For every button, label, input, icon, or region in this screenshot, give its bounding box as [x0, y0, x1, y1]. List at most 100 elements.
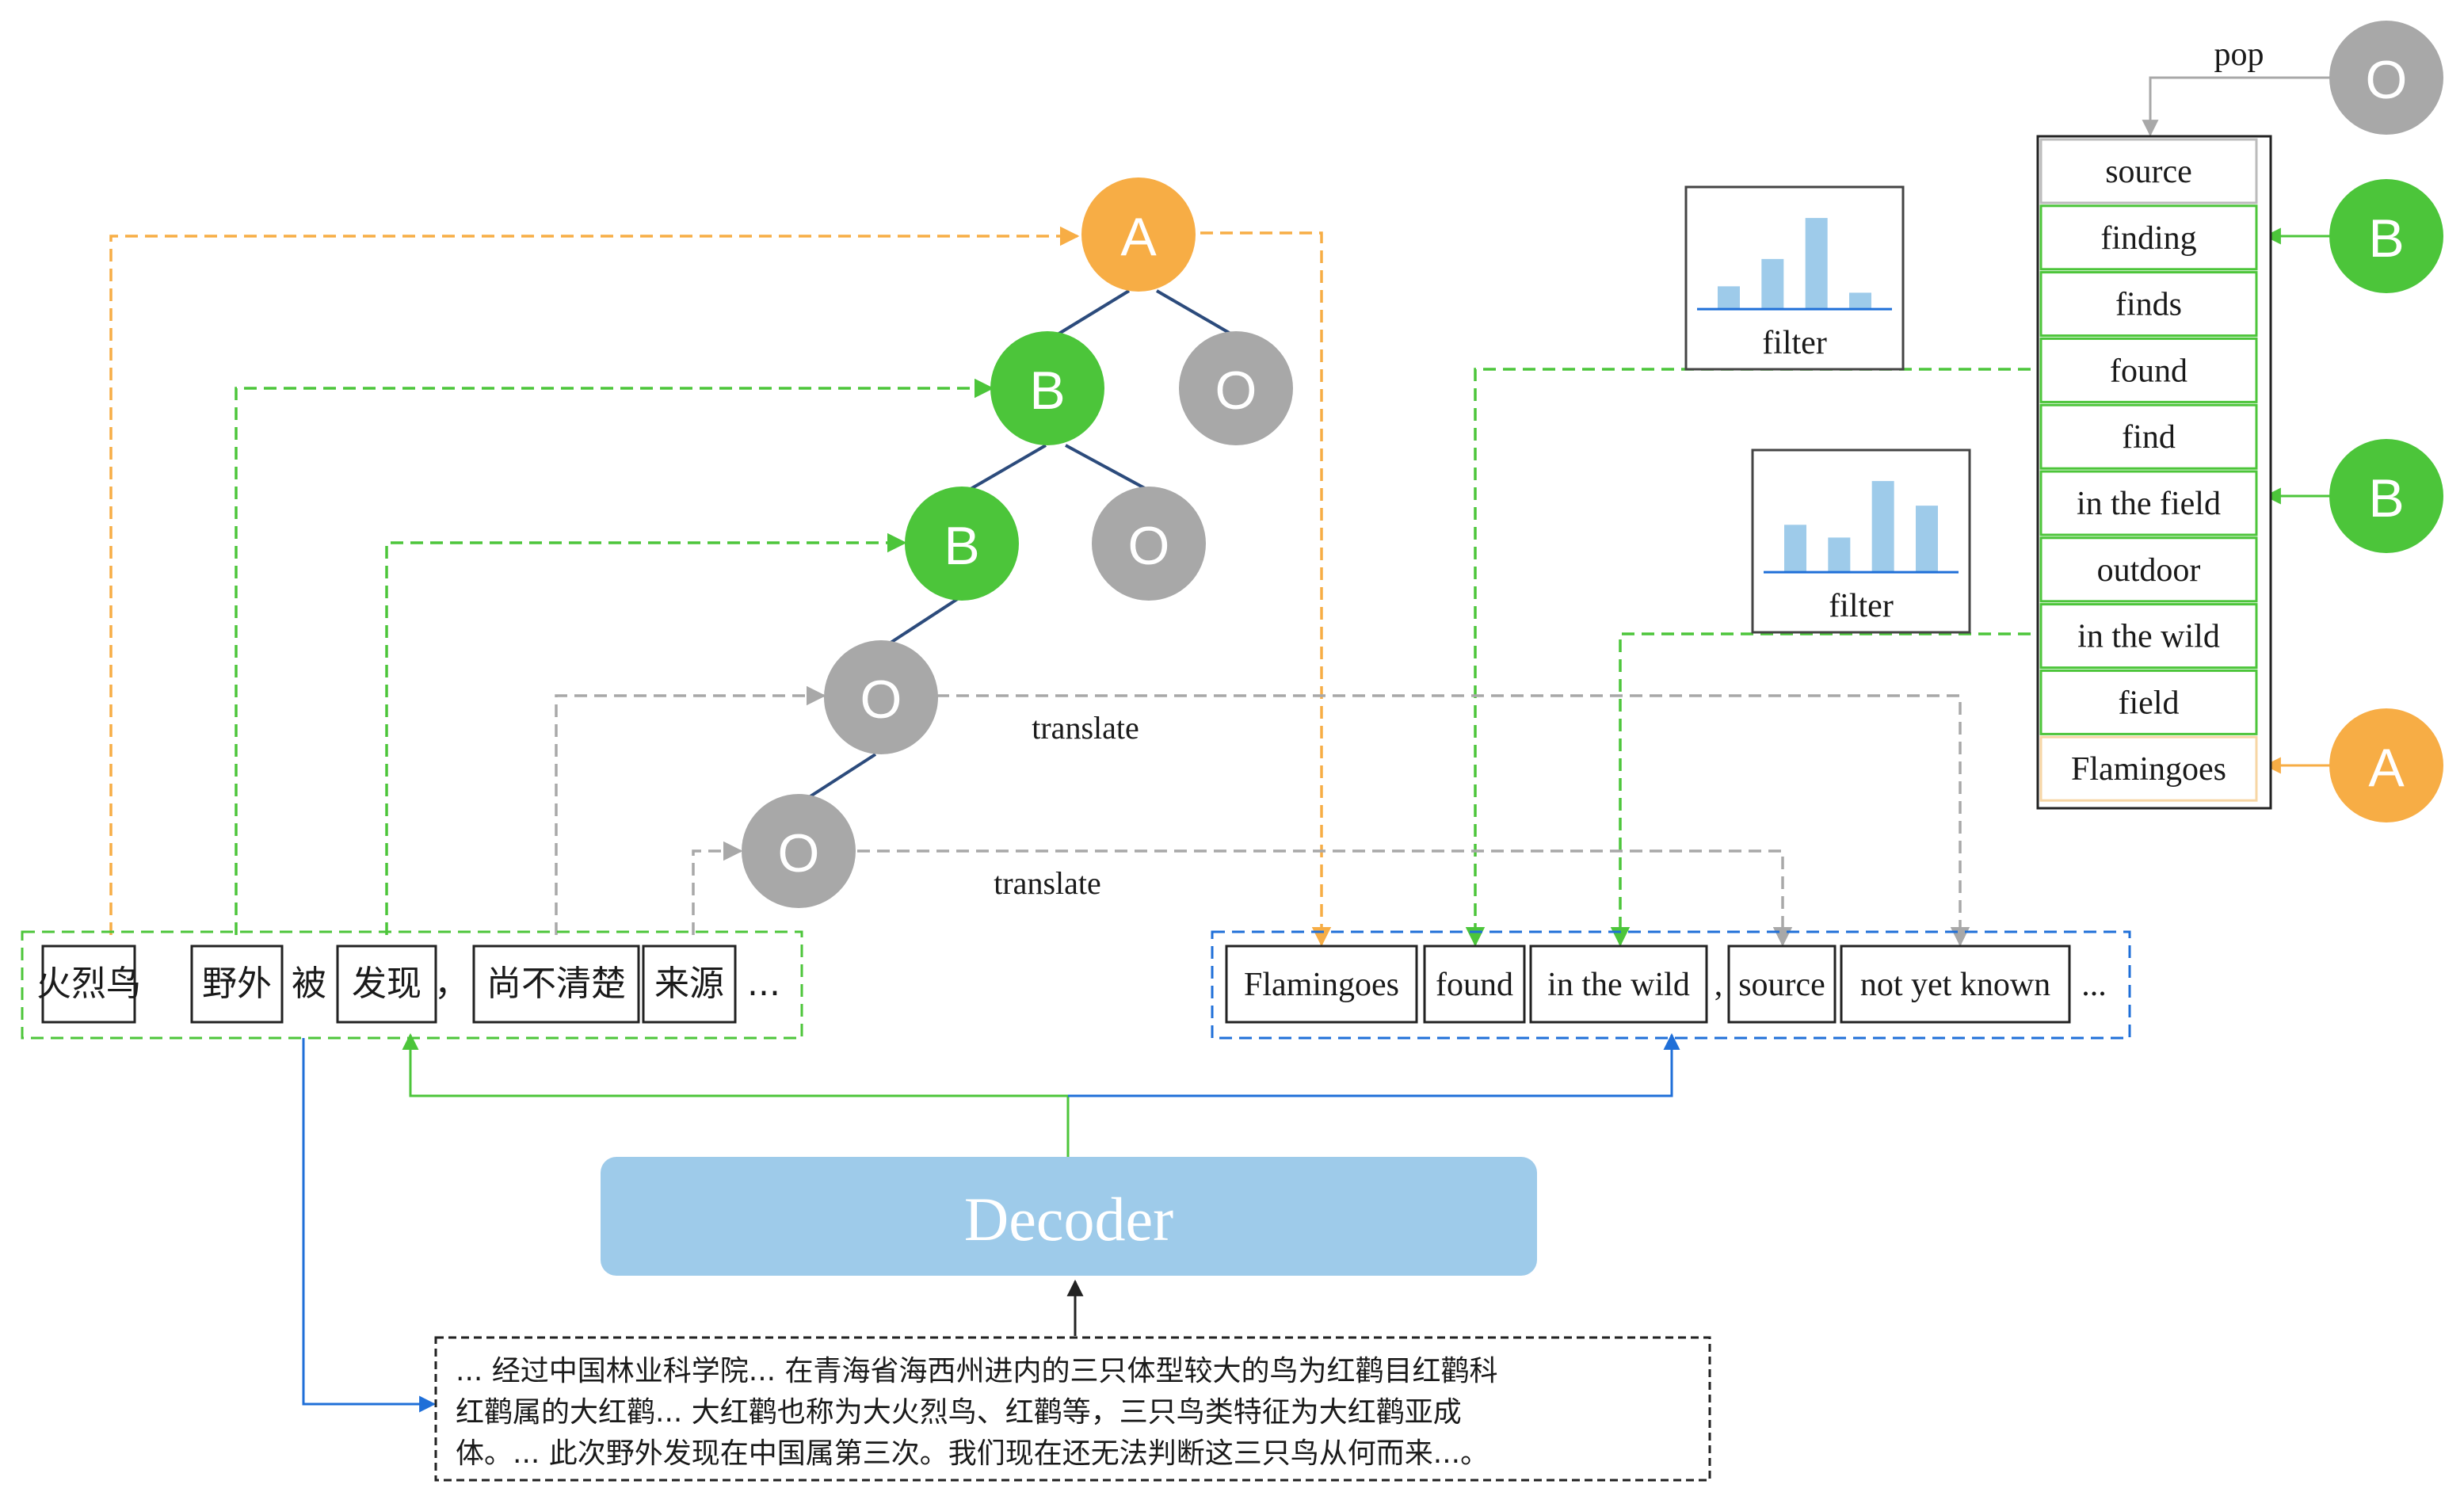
tree-node-o2: O: [1092, 487, 1206, 601]
target-token-box: [1840, 945, 2071, 1024]
stack-side-node-1-label: B: [2368, 208, 2404, 269]
link-source-to-o3: [555, 685, 826, 935]
tree-node-a1-label: A: [1120, 207, 1157, 267]
source-document-box: [434, 1336, 1711, 1482]
stack-item-box: [2039, 536, 2258, 603]
filter-bar: [1761, 258, 1784, 310]
solid-links: [302, 76, 2341, 1413]
source-token: 被: [292, 964, 326, 1004]
edge-a-b1: [1052, 289, 1131, 338]
tree-node-b2-label: B: [944, 516, 979, 576]
filter-label: filter: [1762, 325, 1827, 361]
filter-bar: [1718, 286, 1740, 310]
stack-item-box: [2039, 603, 2258, 670]
tree-node-o4: O: [742, 794, 856, 908]
target-token-box: [1225, 945, 1418, 1024]
stack-pop-node-circle: [2329, 21, 2443, 135]
source-token: 尚不清楚: [486, 964, 626, 1004]
stack-item-box: [2039, 735, 2258, 802]
tree-node-a1-circle: [1081, 177, 1196, 292]
stack-item: source: [2105, 154, 2192, 190]
stack-item: Flamingoes: [2071, 751, 2226, 788]
tree-node-o3-circle: [824, 640, 938, 754]
pop-label: pop: [2214, 36, 2264, 73]
stack-side-node-3-circle: [2329, 708, 2443, 822]
filter-box-2: filter: [1751, 448, 1971, 634]
document-line-3: 体。... 此次野外发现在中国属第三次。我们现在还无法判断这三只鸟从何而来...…: [456, 1437, 1489, 1470]
filter-box-1: filter: [1684, 185, 1905, 371]
edge-o3-o4: [803, 753, 877, 802]
tree-node-a1: A: [1081, 177, 1196, 292]
source-token: 野外: [202, 964, 272, 1004]
tree-node-b1-label: B: [1029, 361, 1065, 421]
tree-node-b2-circle: [905, 487, 1019, 601]
stack-item-box: [2039, 337, 2258, 403]
source-token: 发现: [352, 964, 421, 1004]
stack-item: in the field: [2077, 486, 2221, 522]
source-token-box: [190, 945, 284, 1024]
source-token-box: [336, 945, 437, 1024]
tree-node-o1: O: [1179, 331, 1293, 445]
document-line-2: 红鹳属的大红鹳... 大红鹳也称为大火烈鸟、红鹳等，三只鸟类特征为大红鹳亚成: [456, 1396, 1462, 1429]
link-filter2-to-inthewild: [1610, 632, 2050, 947]
link-source-to-o4: [692, 841, 743, 935]
stack-item-box: [2039, 470, 2258, 536]
stack-side-node-1: B: [2329, 179, 2443, 293]
filter-frame: [1684, 185, 1905, 371]
source-sequence-box: [21, 930, 803, 1040]
tree-node-o1-circle: [1179, 331, 1293, 445]
stack-item: find: [2122, 419, 2176, 456]
filter-label: filter: [1829, 588, 1894, 624]
source-token-box: [472, 945, 640, 1024]
link-o4-to-target: [857, 849, 1793, 947]
link-filter1-to-found: [1465, 368, 2050, 947]
tree-node-o1-label: O: [1215, 361, 1257, 421]
source-token: ，: [434, 964, 469, 1004]
target-token-box: [1423, 945, 1526, 1024]
edge-a-o1: [1155, 289, 1238, 338]
source-token-box: [41, 945, 136, 1024]
tree-node-o2-label: O: [1128, 516, 1170, 576]
source-token: ...: [747, 964, 780, 1004]
tree-node-b2: B: [905, 487, 1019, 601]
target-token-box: [1529, 945, 1708, 1024]
tree-node-o3-label: O: [860, 670, 902, 730]
target-token: found: [1436, 967, 1513, 1003]
link-decoder-to-source: [402, 1032, 1070, 1157]
target-token: in the wild: [1547, 967, 1690, 1003]
stack-item: field: [2119, 685, 2180, 721]
dashed-links: [109, 226, 2050, 947]
edge-b2-o3: [884, 597, 960, 647]
link-source-to-a: [109, 226, 1080, 935]
filter-bar: [1871, 481, 1894, 573]
filter-bar: [1784, 525, 1806, 573]
link-pop: [2142, 76, 2336, 137]
target-token: Flamingoes: [1244, 967, 1399, 1003]
link-source-to-document: [302, 1038, 437, 1413]
translate-label-1: translate: [1032, 710, 1139, 746]
link-source-to-b1: [235, 378, 994, 935]
link-source-to-b2: [385, 532, 907, 935]
source-tokens: 火烈鸟野外被发现，尚不清楚来源...: [36, 945, 780, 1024]
stack-pop-node: O: [2329, 21, 2443, 135]
target-token: ...: [2081, 967, 2107, 1003]
filter-bar: [1849, 292, 1871, 310]
tree-node-o2-circle: [1092, 487, 1206, 601]
target-token-box: [1727, 945, 1837, 1024]
filters: filter filter: [1684, 185, 1971, 634]
stack-item: in the wild: [2077, 619, 2220, 655]
document-line-1: ... 经过中国林业科学院... 在青海省海西州进内的三只体型较大的鸟为红鹳目红…: [456, 1355, 1498, 1387]
tree-node-o4-label: O: [778, 823, 820, 883]
source-token-box: [642, 945, 737, 1024]
stack-side-node-3: A: [2329, 708, 2443, 822]
filter-bar: [1805, 218, 1828, 310]
filter-bar: [1828, 537, 1851, 573]
tree-node-o3: O: [824, 640, 938, 754]
stack-item-box: [2039, 138, 2258, 204]
stack-item: finding: [2100, 220, 2196, 257]
target-token: not yet known: [1860, 967, 2050, 1003]
stack-item: finds: [2115, 287, 2182, 323]
